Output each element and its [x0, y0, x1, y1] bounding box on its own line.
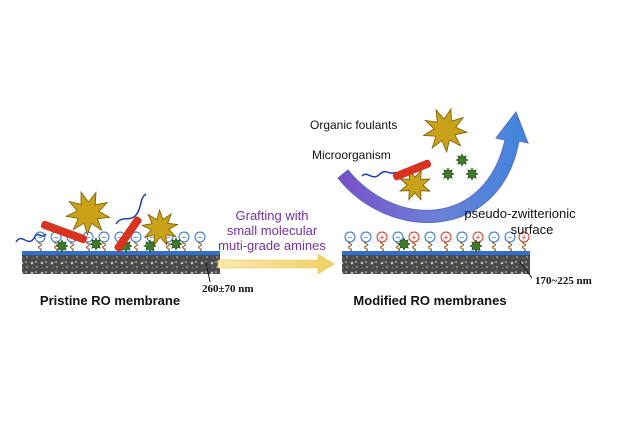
negative-charge: − [488, 231, 500, 243]
negative-charge: − [360, 231, 372, 243]
svg-text:−: − [53, 233, 58, 243]
green-particle [455, 153, 469, 167]
green-particle [397, 237, 411, 251]
green-particle [469, 239, 483, 253]
svg-text:+: + [379, 233, 384, 243]
flagellum-left [15, 233, 47, 243]
negative-charge: − [456, 231, 468, 243]
positive-charge: + [472, 231, 484, 243]
arrow-label-line2: small molecular [227, 223, 318, 238]
left-caption: Pristine RO membrane [40, 293, 180, 308]
green-particles [55, 153, 483, 253]
svg-text:−: − [491, 233, 496, 243]
svg-text:−: − [363, 233, 368, 243]
svg-text:−: − [149, 233, 154, 243]
svg-text:−: − [507, 233, 512, 243]
svg-text:−: − [459, 233, 464, 243]
microorganism-left-2 [114, 193, 147, 252]
microorganism-right [361, 159, 432, 181]
svg-text:+: + [443, 233, 448, 243]
active-layer [22, 251, 220, 255]
positive-charge: + [518, 231, 530, 243]
negative-charge: − [178, 231, 190, 243]
left-thickness-pointer [205, 261, 211, 283]
organic-foulant-left-1 [64, 190, 111, 237]
surface-label-line1: pseudo-zwitterionic [464, 206, 576, 221]
modified-membrane [342, 251, 530, 274]
svg-text:+: + [521, 233, 526, 243]
pristine-membrane [22, 251, 220, 274]
surface-label-line2: surface [511, 222, 554, 237]
positive-charge: + [376, 231, 388, 243]
right-caption: Modified RO membranes [353, 293, 506, 308]
positive-charge: + [440, 231, 452, 243]
support-layer [22, 254, 220, 274]
active-layer [342, 251, 530, 255]
svg-text:−: − [165, 233, 170, 243]
arrow-label-line3: muti-grade amines [218, 238, 326, 253]
negative-charge: − [344, 231, 356, 243]
svg-text:−: − [427, 233, 432, 243]
svg-text:−: − [37, 233, 42, 243]
svg-text:−: − [197, 233, 202, 243]
green-particle [55, 239, 69, 253]
curved-rejection-arrow [337, 110, 529, 223]
green-particle [143, 239, 157, 253]
grafting-arrow [217, 253, 335, 275]
svg-text:−: − [395, 233, 400, 243]
svg-text:+: + [411, 233, 416, 243]
organic-foulants-label: Organic foulants [310, 118, 397, 132]
negative-charge: − [504, 231, 516, 243]
negative-charge: − [424, 231, 436, 243]
negative-charge: − [130, 231, 142, 243]
negative-charge: − [98, 231, 110, 243]
svg-text:−: − [347, 233, 352, 243]
organic-foulant-right-1 [422, 107, 469, 154]
right-surface-chains: −−+−+−+−+−−+ [344, 231, 530, 252]
left-thickness: 260±70 nm [202, 283, 254, 295]
negative-charge: − [392, 231, 404, 243]
organic-foulant-left-2 [140, 208, 179, 247]
negative-charge: − [194, 231, 206, 243]
svg-text:−: − [133, 233, 138, 243]
right-thickness: 170~225 nm [535, 275, 592, 287]
svg-text:−: − [101, 233, 106, 243]
green-particle [89, 237, 103, 251]
svg-text:+: + [475, 233, 480, 243]
green-particle [465, 167, 479, 181]
positive-charge: + [408, 231, 420, 243]
support-layer [342, 254, 530, 274]
negative-charge: − [34, 231, 46, 243]
green-particle [169, 237, 183, 251]
green-particle [441, 167, 455, 181]
svg-text:−: − [181, 233, 186, 243]
right-thickness-pointer [519, 261, 533, 279]
microorganism-left-1 [40, 220, 88, 244]
svg-text:−: − [117, 233, 122, 243]
microorganism-label: Microorganism [312, 148, 391, 162]
arrow-label-line1: Grafting with [236, 208, 309, 223]
svg-text:−: − [85, 233, 90, 243]
